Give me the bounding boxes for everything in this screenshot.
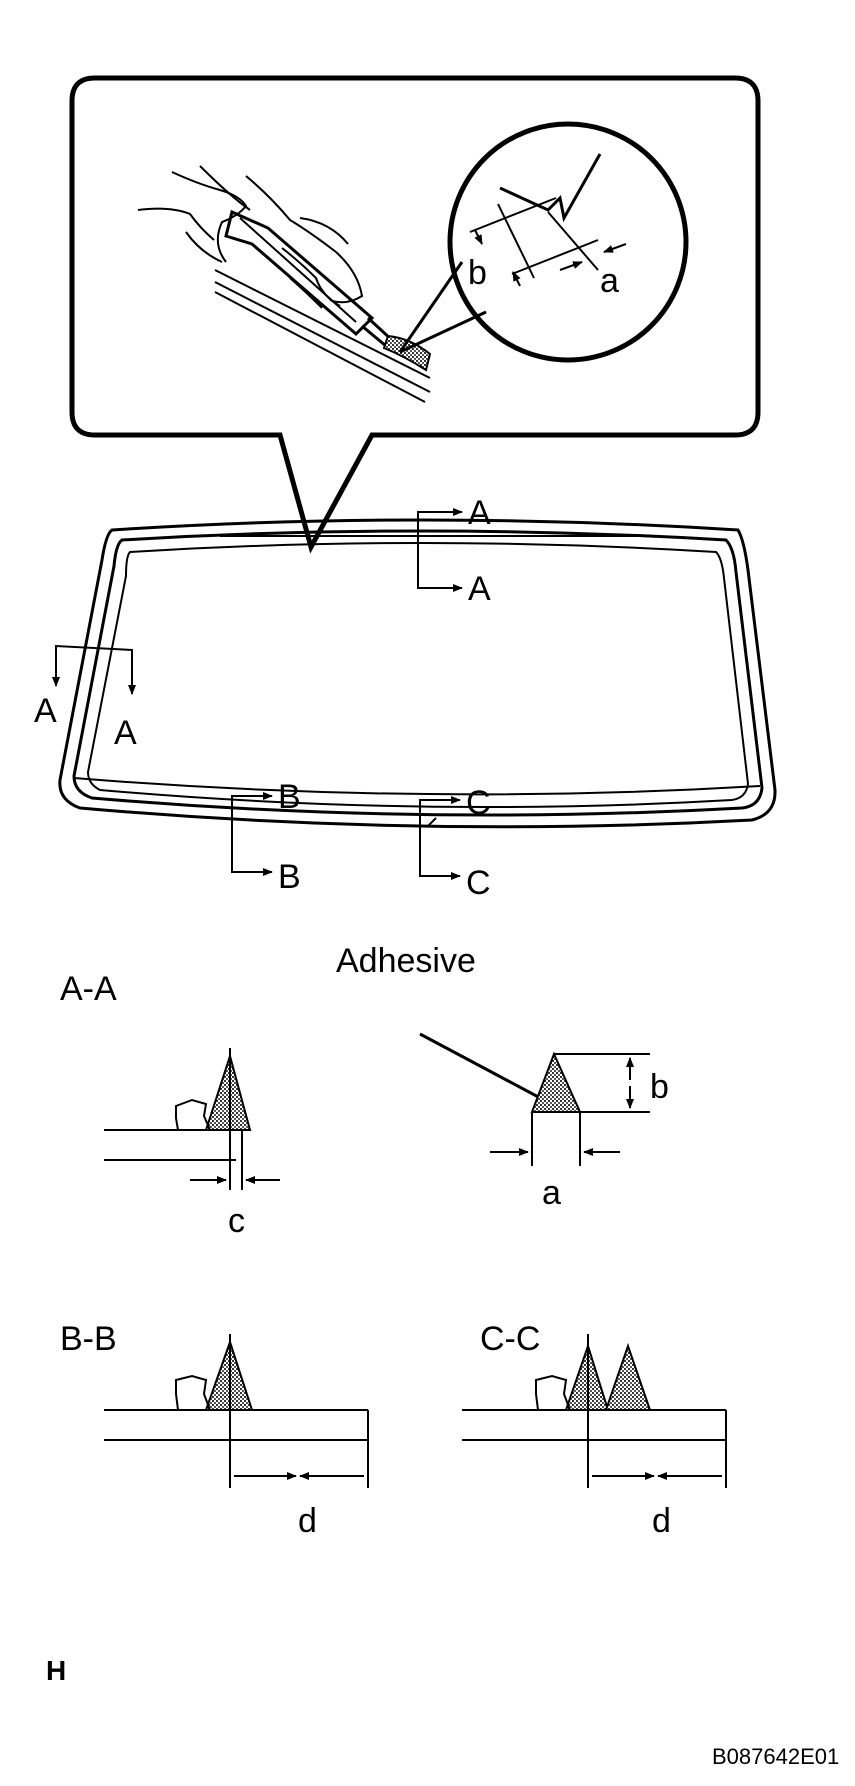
adhesive-label: Adhesive (336, 942, 476, 980)
dimension-label-b: b (650, 1068, 669, 1106)
section-label-c-1: C (466, 784, 491, 822)
applicator-gun-illustration (137, 165, 432, 403)
windshield-outline (58, 518, 777, 829)
detail-label-b: b (468, 254, 487, 292)
corner-mark: H (46, 1655, 66, 1686)
section-label-b-1: B (278, 778, 301, 816)
section-a-a-left-profile (104, 1048, 280, 1190)
section-label-c-2: C (466, 864, 491, 902)
section-label-a-top-1: A (468, 494, 491, 532)
section-label-a-left-2: A (114, 714, 137, 752)
section-a-a-bead-profile (490, 1051, 650, 1166)
dimension-label-d-b: d (298, 1502, 317, 1540)
adhesive-leader-line (419, 1032, 545, 1102)
section-title-a-a: A-A (60, 970, 117, 1008)
section-title-c-c: C-C (480, 1320, 540, 1358)
section-title-b-b: B-B (60, 1320, 117, 1358)
callout-bubble (69, 75, 761, 554)
section-label-a-top-2: A (468, 570, 491, 608)
section-c-c-profile (462, 1334, 727, 1488)
section-marker-a-top (417, 508, 463, 592)
dimension-label-a: a (542, 1174, 561, 1212)
detail-label-a: a (600, 262, 619, 300)
section-label-a-left-1: A (34, 692, 57, 730)
section-label-b-2: B (278, 858, 301, 896)
section-marker-b (231, 792, 273, 876)
dimension-label-c: c (228, 1202, 245, 1240)
section-marker-a-left (52, 644, 136, 695)
figure-code: B087642E01 (712, 1744, 839, 1769)
zoom-detail-circle (398, 121, 689, 363)
section-b-b-profile (104, 1334, 369, 1488)
section-marker-c (419, 796, 461, 880)
dimension-label-d-c: d (652, 1502, 671, 1540)
